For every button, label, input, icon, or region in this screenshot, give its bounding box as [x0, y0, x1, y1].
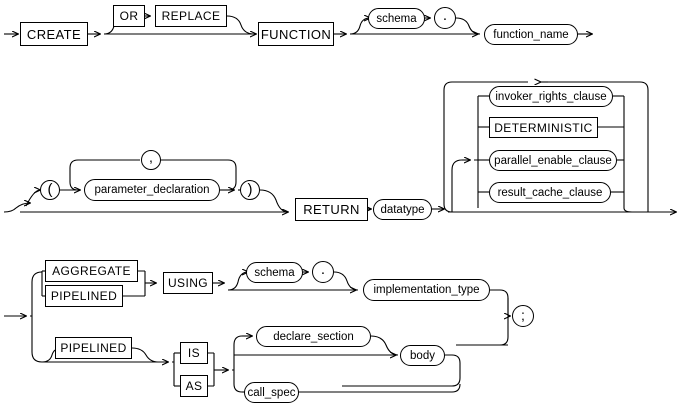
token-schema-2[interactable]: schema	[246, 262, 303, 283]
token-left-paren[interactable]: (	[40, 180, 60, 200]
token-datatype[interactable]: datatype	[373, 199, 432, 220]
token-implementation-type[interactable]: implementation_type	[363, 279, 490, 301]
token-aggregate[interactable]: AGGREGATE	[45, 260, 138, 282]
token-replace[interactable]: REPLACE	[155, 5, 227, 27]
token-parallel-enable-clause[interactable]: parallel_enable_clause	[489, 150, 617, 171]
token-semicolon[interactable]: ;	[512, 305, 534, 327]
token-pipelined-2[interactable]: PIPELINED	[55, 337, 132, 359]
token-dot-2[interactable]: .	[312, 261, 334, 283]
token-invoker-rights-clause[interactable]: invoker_rights_clause	[489, 86, 613, 107]
token-declare-section[interactable]: declare_section	[256, 326, 371, 347]
token-using[interactable]: USING	[163, 272, 213, 294]
token-is[interactable]: IS	[180, 342, 208, 364]
token-parameter-declaration[interactable]: parameter_declaration	[84, 179, 220, 201]
token-comma[interactable]: ,	[141, 150, 161, 170]
token-create[interactable]: CREATE	[20, 22, 88, 46]
token-body[interactable]: body	[400, 345, 445, 366]
token-call-spec[interactable]: call_spec	[244, 382, 299, 403]
token-return[interactable]: RETURN	[295, 198, 368, 221]
token-pipelined-1[interactable]: PIPELINED	[45, 285, 123, 307]
token-function-name[interactable]: function_name	[484, 24, 578, 45]
token-or[interactable]: OR	[113, 5, 145, 27]
token-as[interactable]: AS	[180, 375, 208, 397]
token-function[interactable]: FUNCTION	[258, 22, 334, 46]
token-result-cache-clause[interactable]: result_cache_clause	[489, 182, 611, 203]
token-schema-1[interactable]: schema	[368, 8, 425, 29]
token-dot-1[interactable]: .	[434, 7, 456, 29]
token-right-paren[interactable]: )	[240, 180, 260, 200]
token-deterministic[interactable]: DETERMINISTIC	[489, 117, 598, 138]
